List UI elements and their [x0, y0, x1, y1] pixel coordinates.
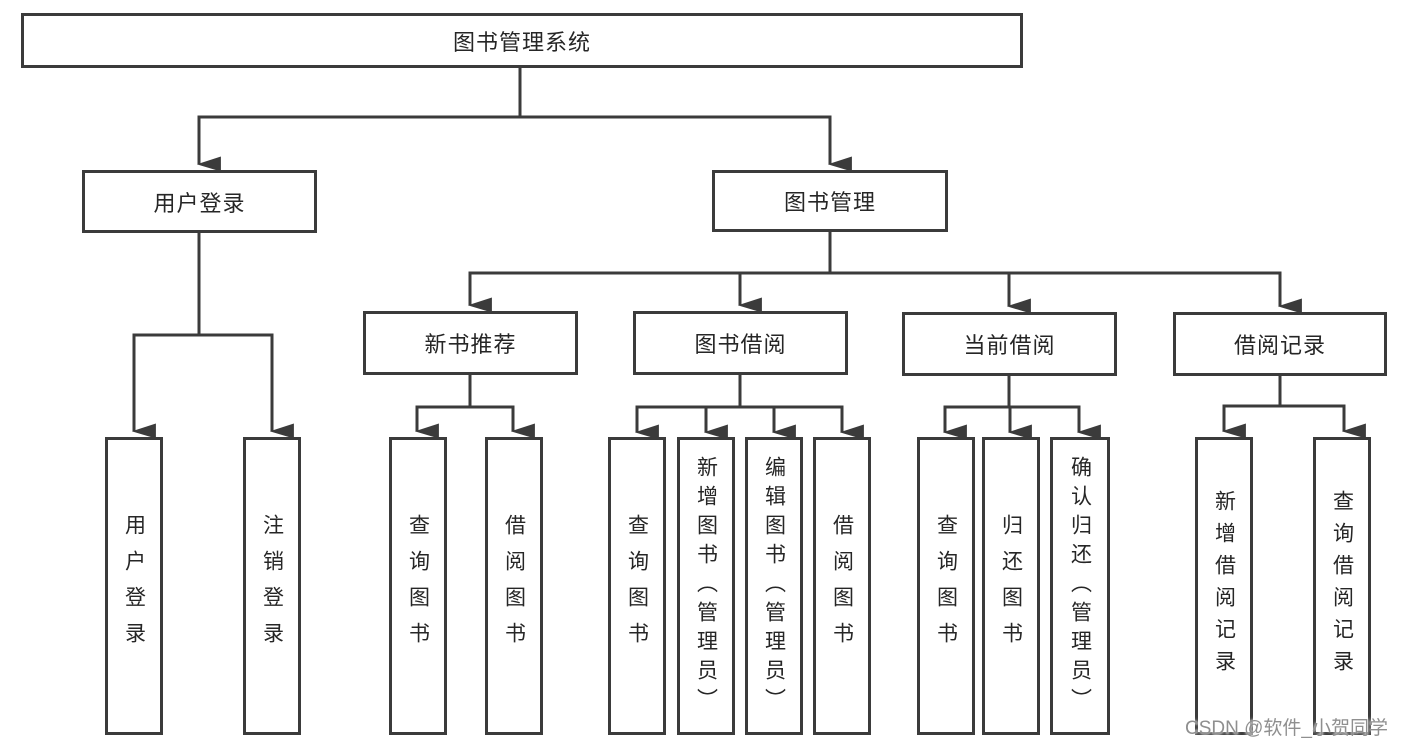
csdn-watermark: CSDN @软件_小贺同学 — [1185, 718, 1388, 739]
node-label: 图书管理系统 — [452, 29, 591, 55]
node-add-borrow-record: 新增借阅记录 — [1195, 437, 1253, 735]
node-label: 图书管理 — [783, 190, 876, 215]
node-query-borrow-record: 查询借阅记录 — [1313, 437, 1371, 735]
node-book-borrowing: 图书借阅 — [633, 311, 848, 375]
node-label: 查询图书 — [625, 514, 649, 658]
node-label: 用户登录 — [153, 190, 246, 216]
node-label: 用户登录 — [122, 514, 146, 658]
node-logout: 注销登录 — [243, 437, 301, 735]
node-return-books: 归还图书 — [982, 437, 1040, 735]
node-label: 借阅图书 — [830, 514, 854, 658]
node-label: 注销登录 — [260, 514, 284, 658]
node-user-login: 用户登录 — [82, 170, 317, 233]
node-label: 图书借阅 — [694, 332, 787, 357]
node-label: 借阅图书 — [502, 514, 526, 658]
node-new-book-recommendation: 新书推荐 — [363, 311, 578, 375]
node-add-book-admin: 新增图书（管理员） — [677, 437, 735, 735]
node-edit-book-admin: 编辑图书（管理员） — [745, 437, 803, 735]
node-query-books-borrow: 查询图书 — [608, 437, 666, 735]
node-label: 新书推荐 — [424, 332, 517, 357]
node-label: 借阅记录 — [1233, 333, 1326, 358]
node-label: 确认归还（管理员） — [1068, 455, 1092, 717]
node-user-login-leaf: 用户登录 — [105, 437, 163, 735]
node-library-management-system: 图书管理系统 — [21, 13, 1023, 68]
node-current-borrowing: 当前借阅 — [902, 312, 1117, 376]
node-label: 查询借阅记录 — [1330, 490, 1354, 682]
node-label: 新增图书（管理员） — [694, 455, 718, 717]
node-book-management: 图书管理 — [712, 170, 948, 232]
node-confirm-return-admin: 确认归还（管理员） — [1050, 437, 1110, 735]
node-label: 查询图书 — [934, 514, 958, 658]
node-label: 当前借阅 — [963, 333, 1056, 358]
node-query-books-recommend: 查询图书 — [389, 437, 447, 735]
node-borrow-books: 借阅图书 — [813, 437, 871, 735]
node-label: 归还图书 — [999, 514, 1023, 658]
node-query-books-current: 查询图书 — [917, 437, 975, 735]
node-label: 编辑图书（管理员） — [762, 455, 786, 717]
node-borrow-books-recommend: 借阅图书 — [485, 437, 543, 735]
node-label: 新增借阅记录 — [1212, 490, 1236, 682]
node-borrowing-records: 借阅记录 — [1173, 312, 1387, 376]
node-label: 查询图书 — [406, 514, 430, 658]
